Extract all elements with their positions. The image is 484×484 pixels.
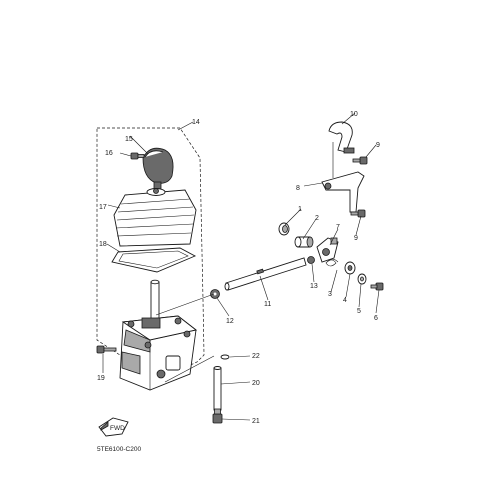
- part-10-clamp: [328, 121, 355, 154]
- callout-1: 1: [298, 206, 302, 213]
- leader-lines: [102, 112, 380, 421]
- part-2-collar: [294, 236, 314, 248]
- fwd-badge-text: FWD: [110, 425, 125, 432]
- part-6-bolt: [370, 282, 384, 291]
- part-4-washer: [344, 261, 356, 275]
- callout-10: 10: [350, 111, 358, 118]
- callout-4: 4: [343, 297, 347, 304]
- callout-9-lower: 9: [354, 235, 358, 242]
- part-13-washer: [307, 256, 315, 264]
- part-5-washer: [357, 273, 367, 285]
- callout-20: 20: [252, 380, 260, 387]
- part-21-nut: [212, 408, 223, 424]
- callout-13: 13: [310, 283, 318, 290]
- callout-18: 18: [99, 241, 107, 248]
- callout-7: 7: [336, 224, 340, 231]
- part-1-bushing: [278, 222, 290, 236]
- callout-11: 11: [264, 301, 271, 308]
- shift-lever-housing: [119, 315, 198, 391]
- callout-12: 12: [226, 318, 234, 325]
- drawing-code: 5TE6100-C200: [97, 446, 141, 453]
- callout-15: 15: [125, 136, 133, 143]
- callout-9-upper: 9: [376, 142, 380, 149]
- assembly-14-boundary: [96, 127, 205, 381]
- part-12-washer: [210, 289, 220, 299]
- part-22-clip: [220, 354, 230, 360]
- part-15-shift-knob: [142, 147, 174, 191]
- shift-lever-rod: [150, 279, 160, 323]
- part-20-shaft: [213, 366, 222, 411]
- part-9-bolt-upper: [352, 156, 368, 165]
- part-3-spring: [325, 258, 339, 267]
- part-18-gasket: [111, 247, 197, 273]
- part-7-shift-arm: [316, 237, 339, 263]
- callout-labels: 1 2 3 4 5 6 7 8 9 9 10 11 12 13 14 15 16…: [97, 111, 380, 425]
- fwd-direction-badge: FWD: [98, 417, 129, 437]
- callout-5: 5: [357, 308, 361, 315]
- part-8-bracket: [321, 142, 365, 213]
- callout-14: 14: [192, 119, 200, 126]
- part-16-bolt: [130, 152, 145, 160]
- callout-17: 17: [99, 204, 107, 211]
- callout-8: 8: [296, 185, 300, 192]
- part-17-rubber-boot: [113, 188, 197, 247]
- callout-3: 3: [328, 291, 332, 298]
- callout-19: 19: [97, 375, 105, 382]
- part-9-bolt-lower: [350, 209, 366, 218]
- part-19-bolt: [96, 345, 117, 354]
- callout-21: 21: [252, 418, 260, 425]
- callout-2: 2: [315, 215, 319, 222]
- callout-22: 22: [252, 353, 260, 360]
- part-11-shaft: [224, 257, 307, 291]
- callout-16: 16: [105, 150, 113, 157]
- callout-6: 6: [374, 315, 378, 322]
